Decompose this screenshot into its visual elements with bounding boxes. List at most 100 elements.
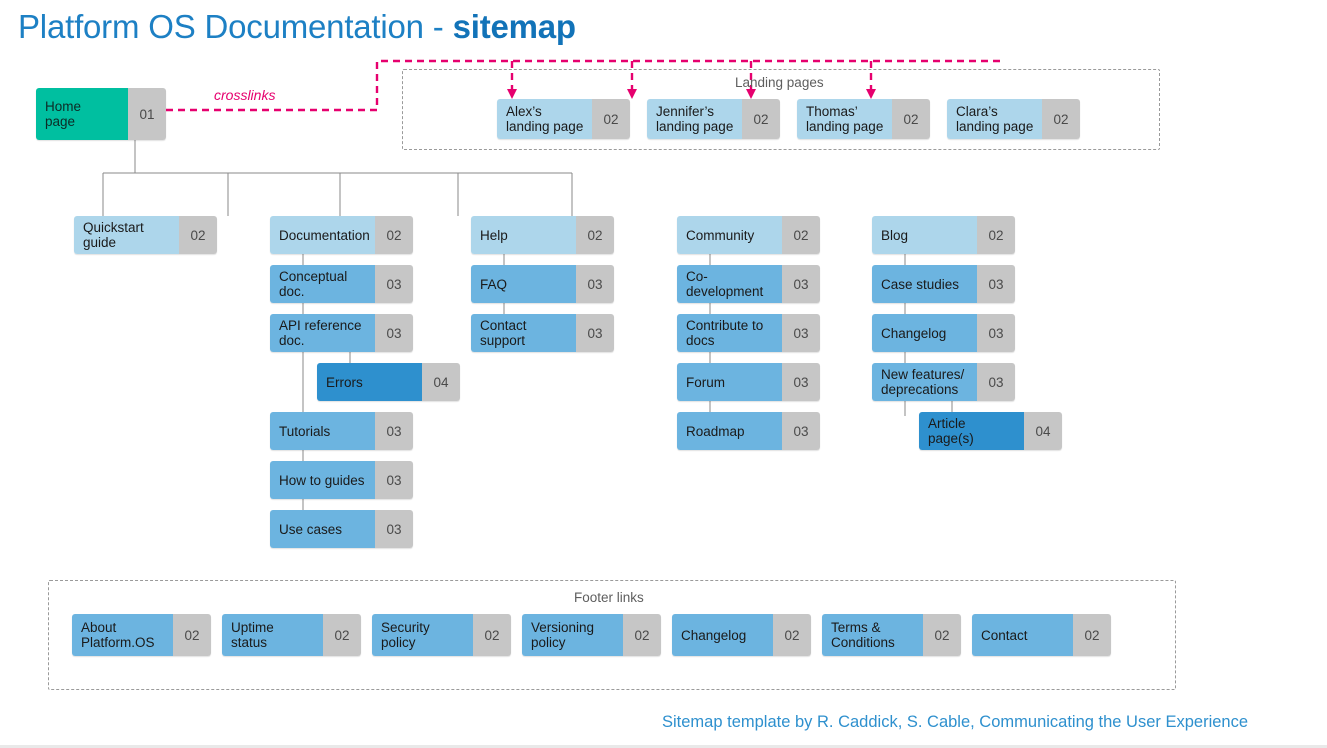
node-label: Help <box>471 216 576 254</box>
node-help[interactable]: Help 02 <box>471 216 614 254</box>
node-home-page[interactable]: Home page 01 <box>36 88 166 140</box>
node-footer-link-5[interactable]: Changelog 02 <box>672 614 811 656</box>
node-number: 02 <box>1042 99 1080 139</box>
node-number: 02 <box>576 216 614 254</box>
node-label-line1: Terms & <box>831 620 881 635</box>
node-label: Terms &Conditions <box>822 614 923 656</box>
node-number: 02 <box>1073 614 1111 656</box>
node-label-line1: Changelog <box>681 627 747 643</box>
node-number: 03 <box>375 314 413 352</box>
node-footer-link-7[interactable]: Contact 02 <box>972 614 1111 656</box>
node-label-line1: Errors <box>326 374 363 390</box>
node-label-line2: doc. <box>279 284 305 299</box>
node-number: 02 <box>592 99 630 139</box>
landing-pages-group <box>402 69 1160 150</box>
node-number: 03 <box>977 363 1015 401</box>
node-label: Changelog <box>872 314 977 352</box>
node-label-line1: Uptime <box>231 620 274 635</box>
node-label-line2: page(s) <box>928 431 974 446</box>
node-label: Co-development <box>677 265 782 303</box>
node-number: 04 <box>1024 412 1062 450</box>
node-number: 03 <box>375 461 413 499</box>
node-label-line1: Documentation <box>279 227 370 243</box>
node-label-line1: Tutorials <box>279 423 331 439</box>
node-label-line2: doc. <box>279 333 305 348</box>
node-label-line1: API reference <box>279 318 362 333</box>
node-label-line1: Community <box>686 227 755 243</box>
node-label-line2: development <box>686 284 764 299</box>
node-label: Home page <box>36 88 128 140</box>
node-label: Use cases <box>270 510 375 548</box>
node-number: 02 <box>782 216 820 254</box>
node-number: 02 <box>977 216 1015 254</box>
node-number: 04 <box>422 363 460 401</box>
node-label: Community <box>677 216 782 254</box>
node-label-line1: Help <box>480 227 508 243</box>
node-label: Errors <box>317 363 422 401</box>
node-label-line1: Use cases <box>279 521 343 537</box>
node-number: 02 <box>773 614 811 656</box>
node-documentation-child-4[interactable]: Tutorials 03 <box>270 412 413 450</box>
node-label: FAQ <box>471 265 576 303</box>
node-number: 02 <box>892 99 930 139</box>
node-number: 02 <box>323 614 361 656</box>
node-label-line2: landing page <box>656 119 734 134</box>
node-label: Blog <box>872 216 977 254</box>
node-label-line1: Jennifer’s <box>656 104 715 119</box>
node-label-line2: Conditions <box>831 635 895 650</box>
node-number: 03 <box>375 412 413 450</box>
node-number: 01 <box>128 88 166 140</box>
node-label: Changelog <box>672 614 773 656</box>
node-community[interactable]: Community 02 <box>677 216 820 254</box>
node-label-line2: Platform.OS <box>81 635 155 650</box>
node-number: 02 <box>173 614 211 656</box>
node-number: 03 <box>977 265 1015 303</box>
node-documentation-child-3[interactable]: Errors 04 <box>317 363 460 401</box>
node-label: Case studies <box>872 265 977 303</box>
node-label: How to guides <box>270 461 375 499</box>
node-label-line1: New features/ <box>881 367 965 382</box>
node-label-line1: Alex’s <box>506 104 542 119</box>
node-number: 02 <box>923 614 961 656</box>
footer-links-group-title: Footer links <box>574 590 644 605</box>
node-label-line1: Co- <box>686 269 708 284</box>
node-label-line2: landing page <box>956 119 1034 134</box>
node-label-line2: policy <box>531 635 566 650</box>
node-label-line1: Contact <box>981 627 1028 643</box>
node-label-line1: Case studies <box>881 276 960 292</box>
node-blog-child-1[interactable]: Case studies 03 <box>872 265 1015 303</box>
bottom-bar <box>0 745 1327 748</box>
page-title-normal: Platform OS Documentation - <box>18 8 453 45</box>
node-label-line1: Thomas’ <box>806 104 858 119</box>
node-number: 03 <box>782 314 820 352</box>
